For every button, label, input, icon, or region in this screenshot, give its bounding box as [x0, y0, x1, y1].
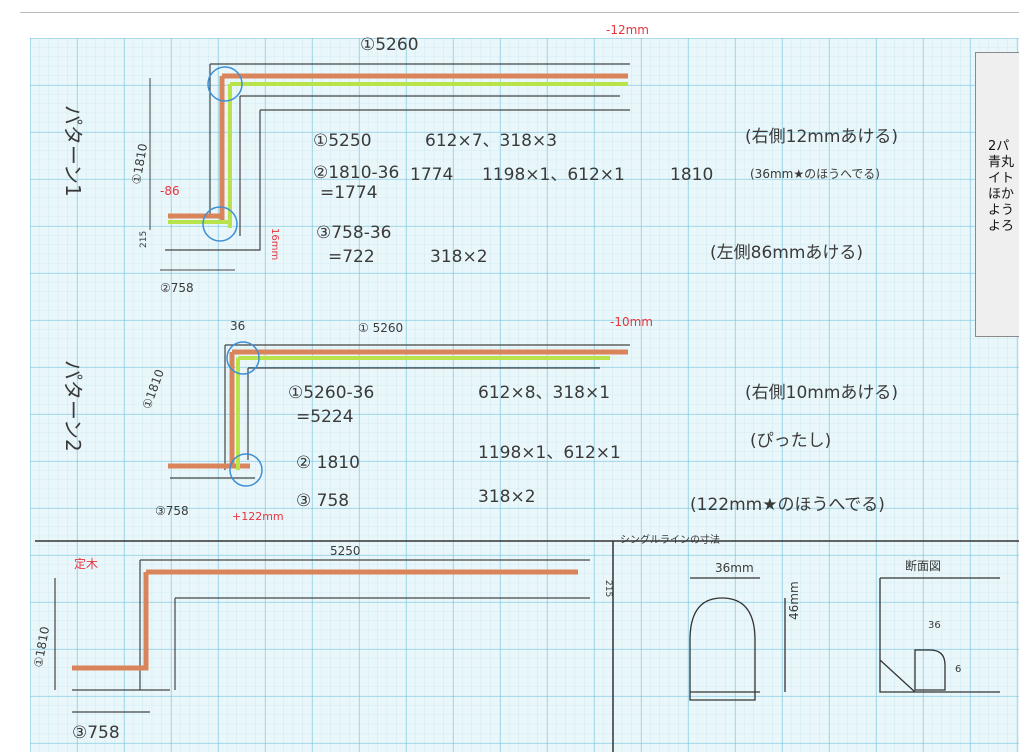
comment-line: ほか	[988, 187, 1015, 202]
single-line-label: シングルラインの寸法	[620, 533, 720, 546]
p2-row1-b: 612×8、318×1	[478, 383, 610, 403]
width-dim: 36mm	[715, 561, 754, 575]
p1-row2-note: (36mm★のほうへでる)	[750, 167, 880, 181]
p1-row1-a: ①5250	[313, 131, 372, 151]
p1-title: パターン1	[61, 105, 85, 197]
detail-drawing	[35, 540, 1019, 752]
p1-row1-note: (右側12mmあける)	[745, 127, 898, 147]
p2-row3-note: (122mm★のほうへでる)	[690, 495, 885, 515]
p1-row3-b: 318×2	[430, 247, 488, 267]
p1-small-dim: 215	[139, 231, 149, 248]
p2-row2-b: 1198×1、612×1	[478, 443, 621, 463]
comment-line: 青丸	[988, 155, 1015, 170]
pattern1-drawing	[149, 63, 630, 271]
p2-corner-dim: 36	[230, 319, 245, 333]
p1-top-dim: ①5260	[360, 35, 419, 55]
p1-row2-c: 1774	[410, 165, 453, 185]
section-label: 断面図	[905, 558, 941, 573]
p2-row2-note: (ぴったし)	[750, 431, 831, 451]
detail-right-dim: 215	[603, 580, 613, 597]
p1-bottom-dim: ②758	[160, 281, 194, 295]
p1-row1-b: 612×7、318×3	[425, 131, 557, 151]
height-dim: 46mm	[787, 581, 801, 620]
p1-right-small: 16mm	[269, 228, 280, 260]
p2-bottom-gap: +122mm	[232, 510, 284, 523]
comment-line: よろ	[988, 219, 1015, 234]
p1-row2-b: 1198×1、612×1	[482, 165, 625, 185]
window-edge	[20, 12, 1019, 13]
p2-row3-a: ③ 758	[296, 491, 349, 511]
detail-top-dim: 5250	[330, 544, 361, 558]
p2-row3-b: 318×2	[478, 487, 536, 507]
p2-row1-a2: =5224	[296, 407, 354, 427]
p2-row1-a: ①5260-36	[288, 383, 374, 403]
p2-title: パターン2	[61, 360, 85, 452]
comment-box[interactable]: 2パ 青丸 イト ほか よう よろ	[975, 52, 1019, 337]
p1-left-gap: -86	[160, 184, 180, 198]
p2-top-dim: ① 5260	[358, 321, 403, 335]
comment-line: よう	[988, 203, 1015, 218]
detail-bottom-dim: ③758	[72, 723, 120, 743]
comment-line: イト	[988, 171, 1015, 186]
p1-right-gap: -12mm	[606, 23, 649, 37]
p2-row2-a: ② 1810	[296, 453, 360, 473]
p1-row3-note: (左側86mmあける)	[710, 243, 863, 263]
section-width: 36	[928, 620, 941, 631]
section-height: 6	[955, 664, 961, 675]
p1-row2-a: ②1810-36	[313, 163, 399, 183]
comment-line: 2パ	[988, 139, 1010, 154]
comment-text: 2パ 青丸 イト ほか よう よろ	[988, 139, 1014, 235]
p2-right-gap: -10mm	[610, 315, 653, 329]
pattern2-drawing	[168, 341, 630, 487]
p1-row3-a2: =722	[328, 247, 375, 267]
p2-bottom-dim: ③758	[155, 504, 189, 518]
p1-row2-d: 1810	[670, 165, 713, 185]
p1-row3-a: ③758-36	[316, 223, 391, 243]
detail-ruler-label: 定木	[74, 556, 98, 571]
p2-row1-note: (右側10mmあける)	[745, 383, 898, 403]
p1-row2-a2: =1774	[320, 183, 378, 203]
